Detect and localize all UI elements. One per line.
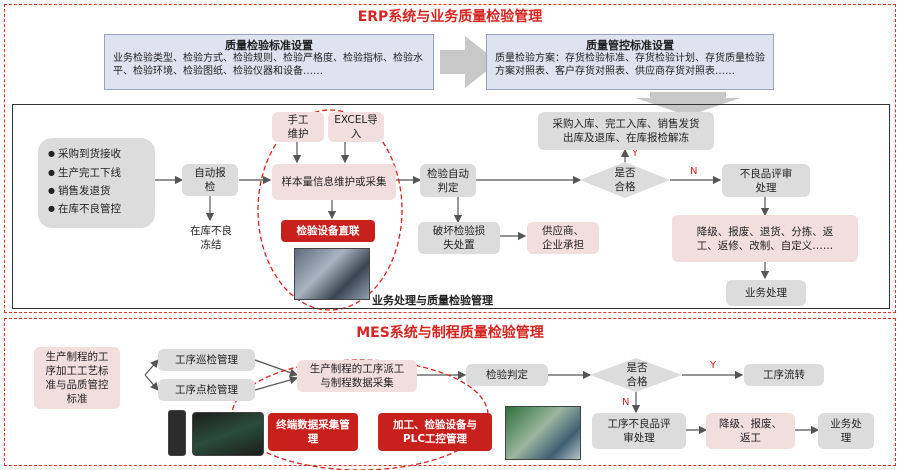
patrol-inspection-box: 工序巡检管理 — [158, 349, 255, 371]
quality-control-text: 质量检验方案：存货检验标准、存货检验计划、存货质量检验方案对照表、客户存货对照表… — [495, 53, 765, 77]
handheld-terminal-image — [168, 410, 186, 456]
destructive-loss-box: 破坏检验损失处置 — [418, 222, 500, 254]
mes-reject-review-box: 工序不良品评审处理 — [592, 413, 686, 449]
device-link-box: 检验设备直联 — [281, 220, 375, 242]
process-flow-box: 工序流转 — [744, 364, 824, 386]
workflow-caption: 业务处理与质量检验管理 — [372, 294, 493, 307]
business-process-box: 业务处理 — [726, 280, 806, 306]
tablet-terminal-image — [192, 412, 264, 456]
inspection-standard-title: 质量检验标准设置 — [225, 39, 313, 52]
source-item: 销售发退货 — [48, 182, 149, 200]
dispatch-collect-box: 生产制程的工序派工与制程数据采集 — [297, 360, 417, 392]
inspection-standard-text: 业务检验类型、检验方式、检验规则、检验严格度、检验指标、检验水平、检验环境、检验… — [113, 53, 423, 77]
inspection-standard-box: 质量检验标准设置 业务检验类型、检验方式、检验规则、检验严格度、检验指标、检验水… — [104, 34, 434, 90]
process-standard-box: 生产制程的工序加工工艺标准与品质管控标准 — [34, 347, 120, 409]
source-item: 生产完工下线 — [48, 164, 149, 182]
pass-result-box: 采购入库、完工入库、销售发货出库及退库、在库报检解冻 — [538, 112, 714, 150]
sample-collect-box: 样本量信息维护或采集 — [272, 164, 396, 200]
mes-section — [4, 318, 896, 466]
erp-yes-label: Y — [632, 148, 639, 159]
mes-no-label: N — [622, 397, 630, 408]
spot-inspection-box: 工序点检管理 — [158, 379, 255, 401]
freeze-box: 在库不良冻结 — [190, 225, 232, 251]
erp-decision-diamond — [580, 162, 670, 198]
inspection-sources-list: 采购到货接收 生产完工下线 销售发退货 在库不良管控 — [38, 138, 155, 228]
quality-control-box: 质量管控标准设置 质量检验方案：存货检验标准、存货检验计划、存货质量检验方案对照… — [486, 34, 774, 90]
mes-decision-diamond — [590, 358, 682, 392]
supplier-bear-box: 供应商、企业承担 — [527, 222, 599, 254]
source-item: 采购到货接收 — [48, 144, 149, 164]
factory-equipment-photo — [505, 406, 581, 460]
erp-section — [4, 4, 896, 313]
inspection-device-photo — [294, 248, 370, 300]
mes-judge-box: 检验判定 — [466, 364, 548, 386]
erp-decision-label: 是否合格 — [614, 167, 636, 193]
plc-control-box: 加工、检验设备与PLC工控管理 — [378, 413, 492, 451]
excel-import-box: EXCEL导入 — [328, 112, 384, 142]
mes-dispose-box: 降级、报废、返工 — [706, 413, 795, 449]
erp-collection-ellipse — [257, 109, 403, 311]
auto-judge-box: 检验自动判定 — [420, 164, 476, 197]
reject-review-box: 不良品评审处理 — [722, 164, 810, 197]
quality-control-title: 质量管控标准设置 — [586, 39, 674, 52]
header-flow-arrow — [440, 36, 498, 88]
mes-yes-label: Y — [710, 360, 717, 371]
mes-biz-box: 业务处理 — [818, 413, 874, 449]
auto-report-box: 自动报检 — [182, 164, 238, 196]
mes-section-title: MES系统与制程质量检验管理 — [356, 325, 544, 341]
erp-no-label: N — [690, 166, 698, 177]
disposition-box: 降级、报废、退货、分拣、返工、返修、改制、自定义…… — [672, 215, 858, 262]
terminal-collect-box: 终端数据采集管理 — [268, 413, 358, 451]
erp-workflow-frame — [12, 104, 890, 309]
manual-maintain-box: 手工维护 — [272, 112, 324, 142]
mes-decision-label: 是否合格 — [626, 362, 648, 388]
erp-section-title: ERP系统与业务质量检验管理 — [357, 9, 543, 25]
source-item: 在库不良管控 — [48, 200, 149, 218]
